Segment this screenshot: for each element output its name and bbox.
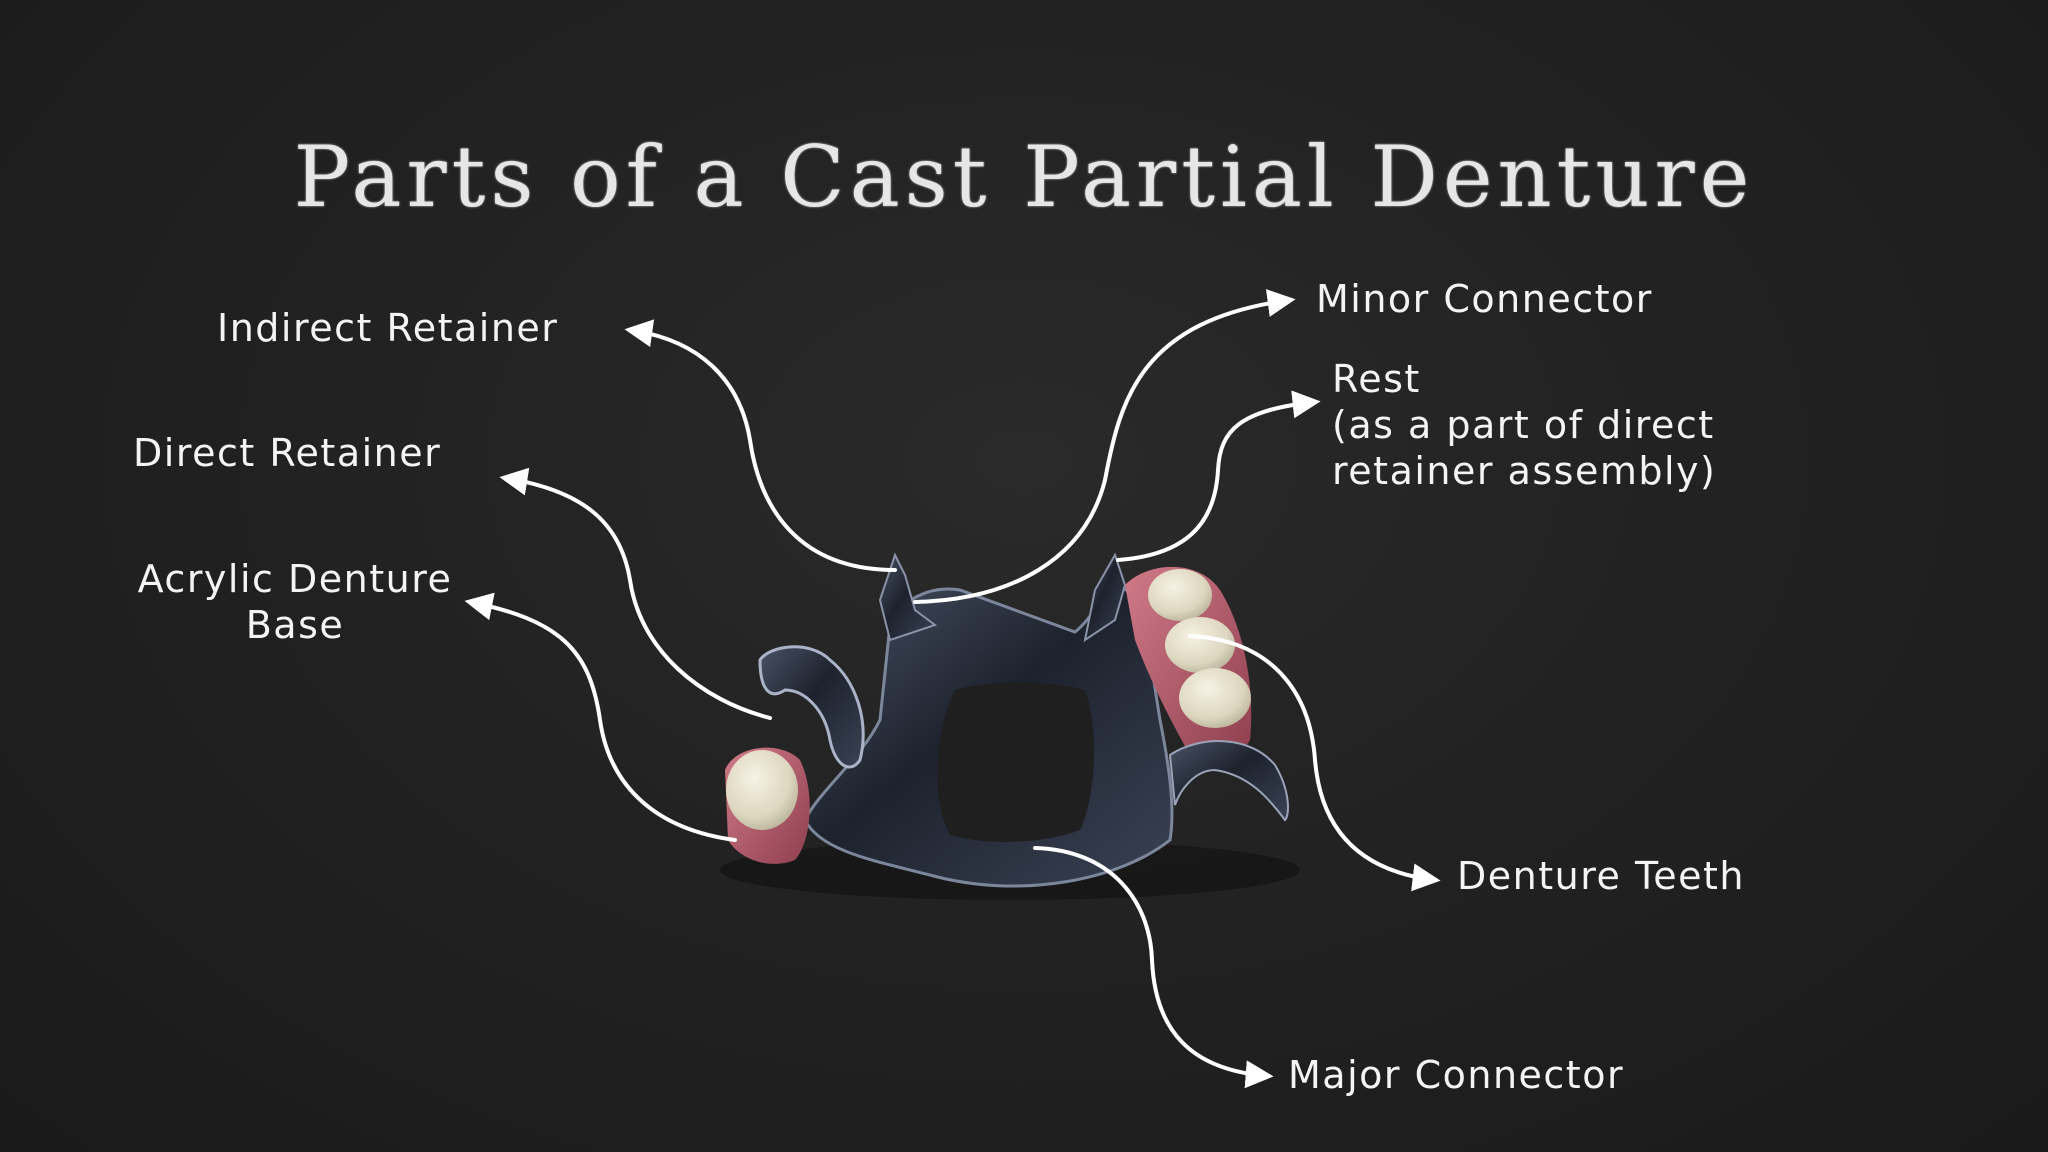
label-rest-line2: (as a part of direct <box>1332 403 1715 447</box>
arrow-direct-retainer <box>499 467 772 720</box>
label-indirect-retainer: Indirect Retainer <box>217 306 559 350</box>
label-acrylic-denture-base-line2: Base <box>245 603 345 647</box>
label-acrylic-denture-base: Acrylic Denture Base <box>120 556 470 648</box>
label-rest-line3: retainer assembly) <box>1332 449 1717 493</box>
denture-tooth <box>726 750 798 830</box>
left-clasp <box>758 645 865 769</box>
label-denture-teeth: Denture Teeth <box>1457 854 1745 898</box>
label-acrylic-denture-base-line1: Acrylic Denture <box>137 557 453 601</box>
palatal-opening <box>937 682 1095 842</box>
denture-tooth <box>1148 569 1212 621</box>
arrow-denture-teeth <box>1188 634 1441 892</box>
minor-connector-metal <box>1083 552 1127 643</box>
arrow-indirect-retainer <box>624 319 897 572</box>
label-major-connector: Major Connector <box>1288 1053 1625 1097</box>
right-clasp <box>1168 740 1289 822</box>
arrow-major-connector <box>1033 846 1274 1089</box>
denture-tooth <box>1179 668 1251 728</box>
arrow-minor-connector <box>913 289 1296 604</box>
label-rest: Rest (as a part of direct retainer assem… <box>1332 356 1716 494</box>
slide-title: Parts of a Cast Partial Denture <box>293 128 1755 226</box>
indirect-retainer-metal <box>878 552 938 642</box>
arrow-rest <box>1116 390 1321 562</box>
label-rest-line1: Rest <box>1332 357 1421 401</box>
label-minor-connector: Minor Connector <box>1316 277 1653 321</box>
label-direct-retainer: Direct Retainer <box>133 431 442 475</box>
arrow-acrylic-denture-base <box>464 592 737 842</box>
denture-tooth <box>1165 617 1235 673</box>
